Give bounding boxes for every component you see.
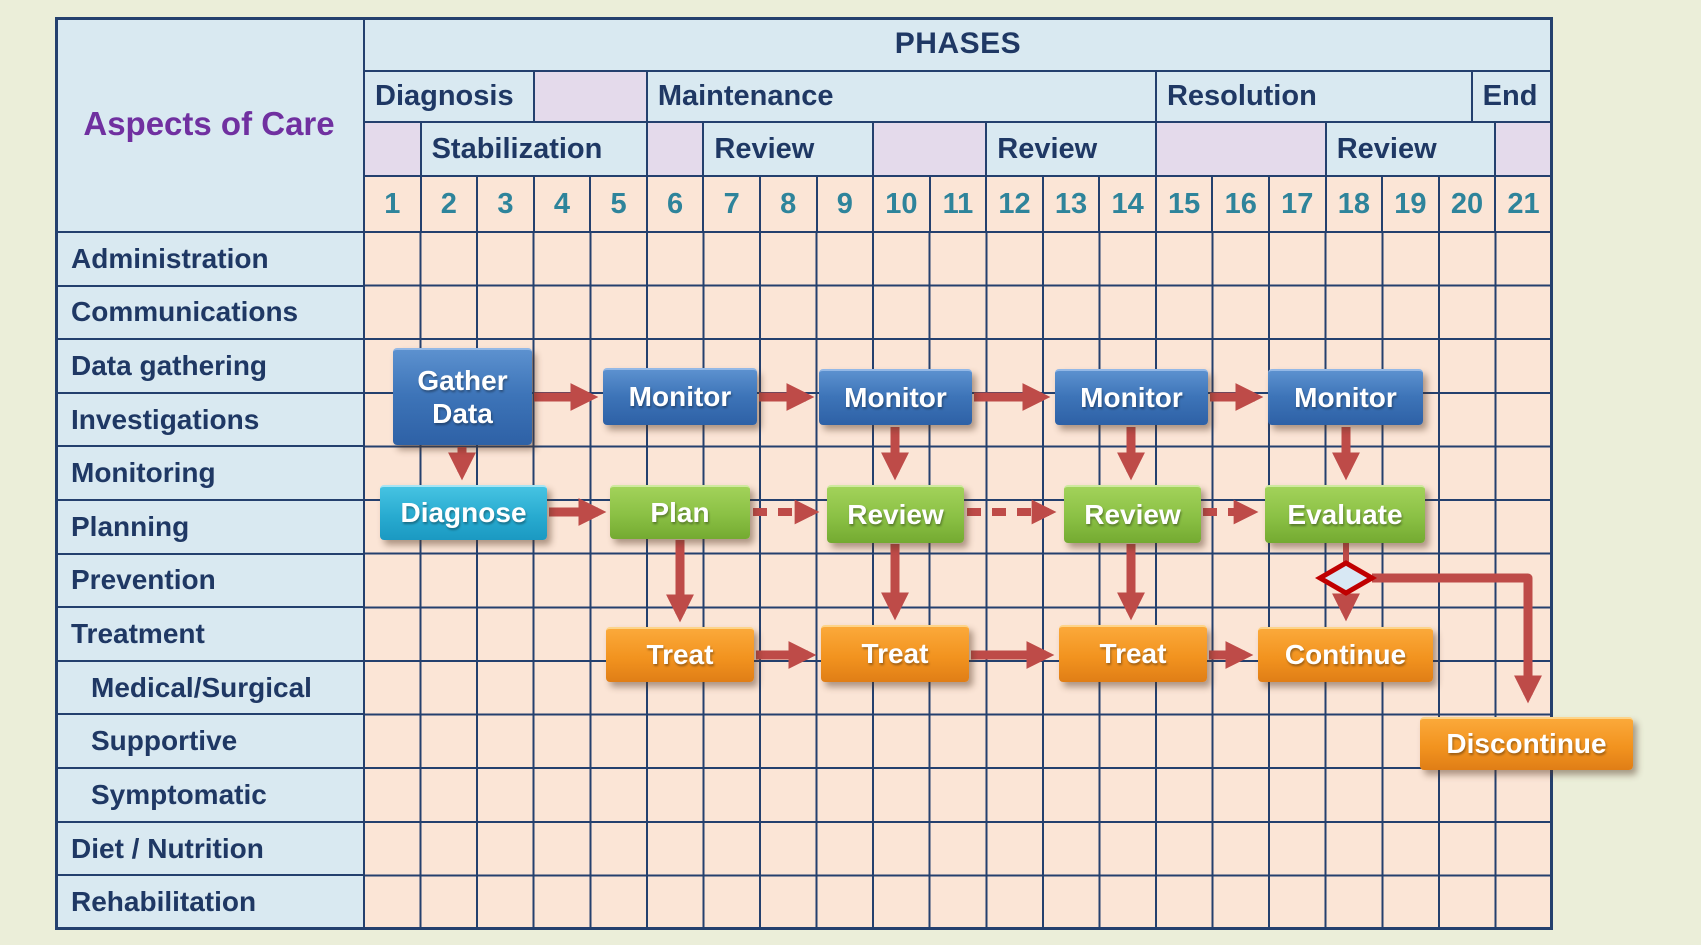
monitor-box-3: Monitor [1055,369,1208,425]
treat-box-3: Treat [1059,625,1207,682]
phase-resolution-label: Resolution [1166,80,1317,112]
phase-maintenance: Maintenance [647,72,1157,123]
plan-label: Plan [650,496,710,528]
aspect-row-labels: Administration Communications Data gathe… [55,233,365,930]
day-4: 4 [534,177,592,233]
phase-resolution: Resolution [1156,72,1473,123]
row-communications: Communications [55,286,365,341]
day-19: 19 [1383,177,1440,233]
discontinue-label: Discontinue [1446,728,1607,760]
day-1: 1 [365,177,422,233]
phase-maintenance-label: Maintenance [657,80,834,112]
diagnose-label: Diagnose [400,497,527,529]
row-planning: Planning [55,501,365,555]
row-prevention: Prevention [55,554,365,609]
day-18: 18 [1326,177,1384,233]
row-symptomatic: Symptomatic [55,769,365,823]
phase-end-label: End [1482,80,1538,112]
aspects-of-care-header: Aspects of Care [55,17,365,233]
subphase-review2-label: Review [997,132,1098,165]
subphase-review3-label: Review [1336,132,1437,165]
subphase-gap-4 [1156,123,1327,177]
gather-data-box: Gather Data [393,348,532,445]
plan-box: Plan [610,485,750,539]
day-16: 16 [1213,177,1270,233]
row-medical-surgical: Medical/Surgical [55,661,365,716]
day-20: 20 [1439,177,1497,233]
review-box-1: Review [827,485,964,543]
subphase-stabilization-label: Stabilization [431,132,603,165]
subphase-stabilization: Stabilization [421,123,648,177]
subphase-review-2: Review [987,123,1157,177]
evaluate-box: Evaluate [1265,485,1425,543]
continue-box: Continue [1258,627,1433,682]
day-number-row: 1 2 3 4 5 6 7 8 9 10 11 12 13 14 15 16 1… [365,177,1553,233]
day-10: 10 [874,177,931,233]
subphase-review-3: Review [1326,123,1497,177]
subphase-review1-label: Review [714,132,815,165]
subphase-review-1: Review [704,123,875,177]
continue-label: Continue [1284,639,1407,671]
monitor-box-1: Monitor [603,368,757,425]
day-15: 15 [1156,177,1214,233]
review-box-2: Review [1064,485,1201,543]
aspects-of-care-label: Aspects of Care [83,105,335,142]
diagnose-box: Diagnose [380,485,547,540]
row-investigations: Investigations [55,393,365,448]
timeline-grid [365,233,1553,930]
discontinue-box: Discontinue [1420,717,1633,770]
phase-gap-cell [534,72,648,123]
day-6: 6 [647,177,705,233]
gather-data-label: Gather Data [417,365,508,429]
subphase-gap-3 [874,123,988,177]
day-14: 14 [1100,177,1157,233]
phase-diagnosis-label: Diagnosis [375,80,514,112]
monitor-box-4: Monitor [1268,369,1423,425]
day-3: 3 [478,177,535,233]
treat-box-2: Treat [821,625,969,682]
phases-title: PHASES [894,26,1022,60]
phases-title-cell: PHASES [365,17,1553,72]
day-13: 13 [1043,177,1101,233]
day-17: 17 [1270,177,1327,233]
row-treatment: Treatment [55,608,365,662]
treat-box-1: Treat [606,627,754,682]
day-12: 12 [987,177,1044,233]
day-21: 21 [1496,177,1553,233]
row-monitoring: Monitoring [55,447,365,502]
day-7: 7 [704,177,761,233]
phase-diagnosis: Diagnosis [365,72,535,123]
day-8: 8 [760,177,818,233]
day-2: 2 [421,177,479,233]
day-9: 9 [817,177,875,233]
subphase-gap-2 [647,123,705,177]
row-data-gathering: Data gathering [55,340,365,394]
monitor-box-2: Monitor [819,369,972,425]
phase-end: End [1472,72,1553,123]
day-5: 5 [591,177,648,233]
row-rehabilitation: Rehabilitation [55,876,365,930]
day-11: 11 [930,177,988,233]
row-administration: Administration [55,233,365,287]
subphase-gap-5 [1496,123,1553,177]
evaluate-label: Evaluate [1287,498,1403,530]
row-supportive: Supportive [55,715,365,770]
row-diet-nutrition: Diet / Nutrition [55,822,365,877]
subphase-gap-1 [365,123,422,177]
